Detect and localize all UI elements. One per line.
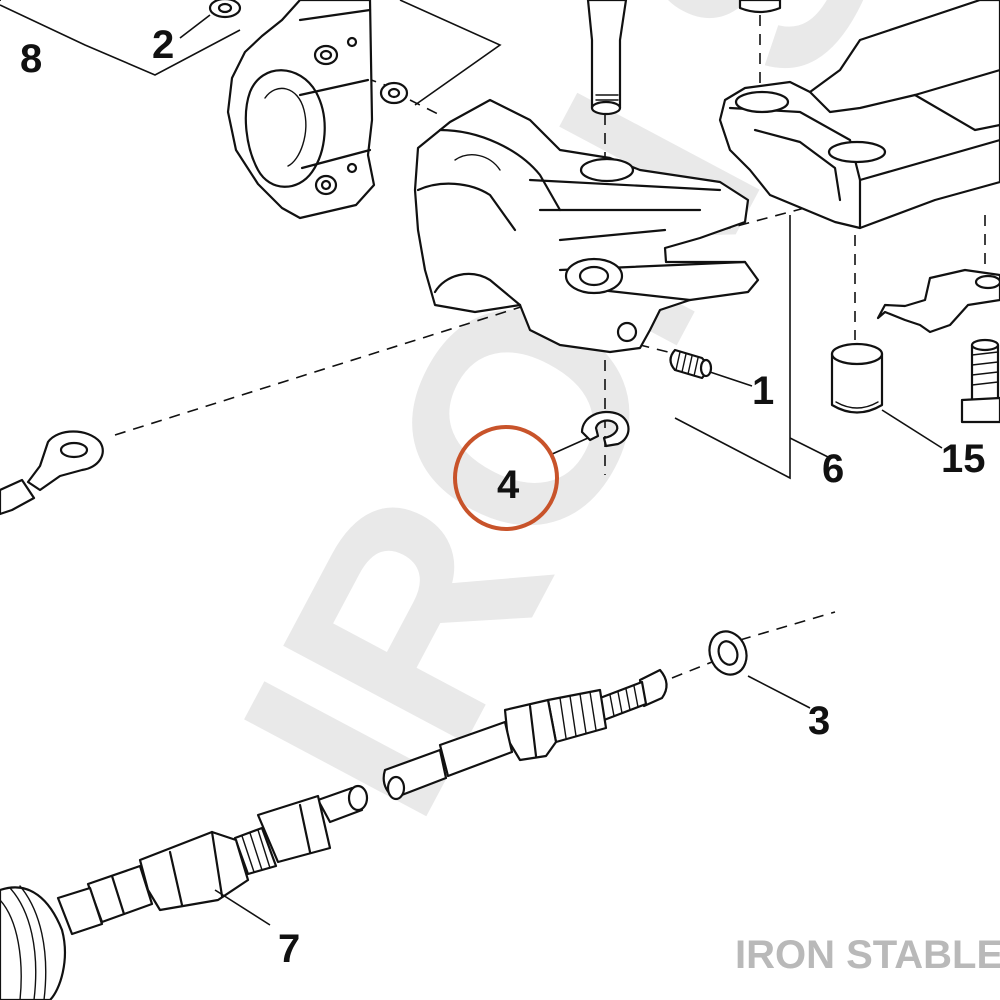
callout-6: 6	[822, 447, 844, 491]
callout-8: 8	[20, 37, 42, 81]
cable-clip-bracket	[876, 268, 1000, 334]
lever-body-part-6	[413, 98, 760, 354]
callout-1: 1	[752, 369, 774, 413]
linkage-arm	[718, 0, 1000, 230]
callout-7: 7	[278, 927, 300, 971]
e-clip-part-4	[580, 410, 630, 448]
highlight-ring	[453, 425, 559, 531]
e-clip-upper	[379, 81, 409, 105]
linkage-pin	[738, 0, 782, 14]
cable-end-upper	[0, 0, 668, 801]
callout-4: 4	[497, 463, 520, 507]
ground-strap	[0, 430, 104, 516]
mounting-bolt	[960, 338, 1000, 424]
leader-lines	[0, 0, 943, 926]
watermark-corner-text: IRON STABLE	[735, 933, 1000, 977]
washer-part-3	[708, 630, 748, 676]
callout-3: 3	[808, 699, 830, 743]
clip-part-2	[208, 0, 242, 19]
callout-2: 2	[152, 23, 174, 67]
bracket-part-8	[226, 0, 376, 220]
callout-labels: 8 2 1 6 15 4 3 7	[20, 23, 986, 971]
callout-15: 15	[941, 437, 986, 481]
bushing-part-15	[830, 342, 884, 414]
set-screw-part-1	[669, 348, 713, 380]
cable-assembly-part-7	[0, 784, 369, 1000]
pivot-pin	[586, 0, 628, 116]
